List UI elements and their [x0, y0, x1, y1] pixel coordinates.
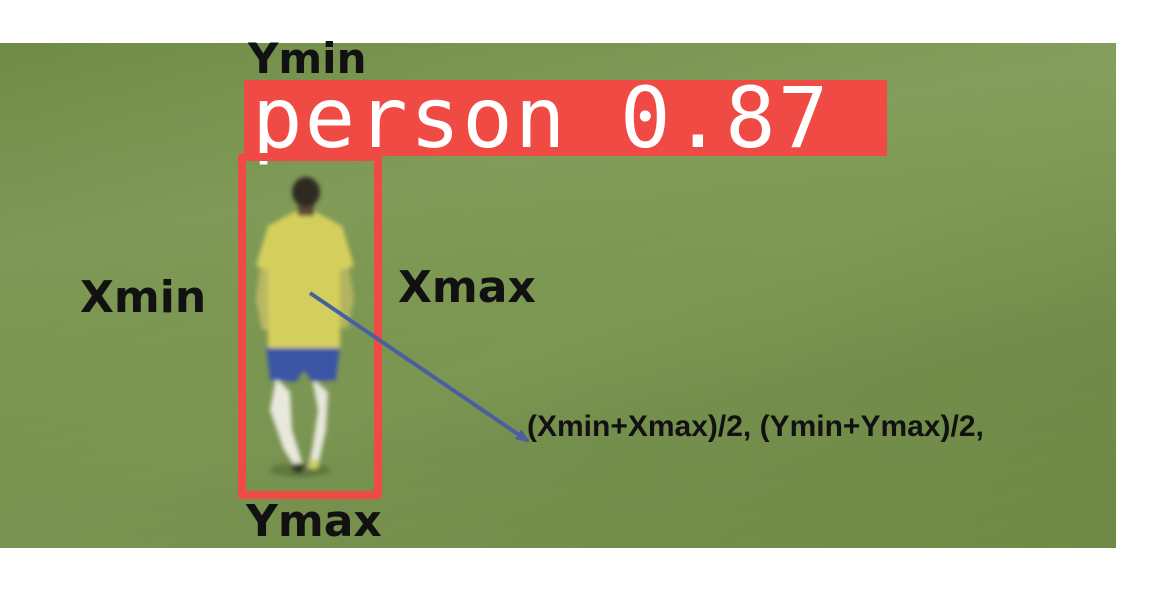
center-arrow-line: [308, 291, 530, 443]
ymin-label: Ymin: [248, 34, 367, 83]
player-left-leg: [270, 378, 302, 468]
player-shirt: [256, 212, 354, 348]
bounding-box: [238, 153, 382, 499]
xmin-label: Xmin: [80, 272, 207, 323]
detection-label: person 0.87: [252, 70, 830, 166]
ymax-label: Ymax: [246, 496, 382, 547]
player-left-foot: [292, 463, 304, 473]
detection-confidence: 0.87: [620, 69, 831, 167]
player-right-leg: [308, 378, 328, 468]
player-right-foot: [309, 459, 319, 469]
center-formula-label: (Xmin+Xmax)/2, (Ymin+Ymax)/2,: [527, 410, 984, 443]
detection-label-background: [244, 80, 887, 156]
player-head: [292, 177, 320, 207]
detection-class: person: [252, 69, 568, 167]
player-right-arm: [338, 250, 354, 328]
xmax-label: Xmax: [398, 262, 536, 313]
player-shorts: [266, 345, 340, 382]
